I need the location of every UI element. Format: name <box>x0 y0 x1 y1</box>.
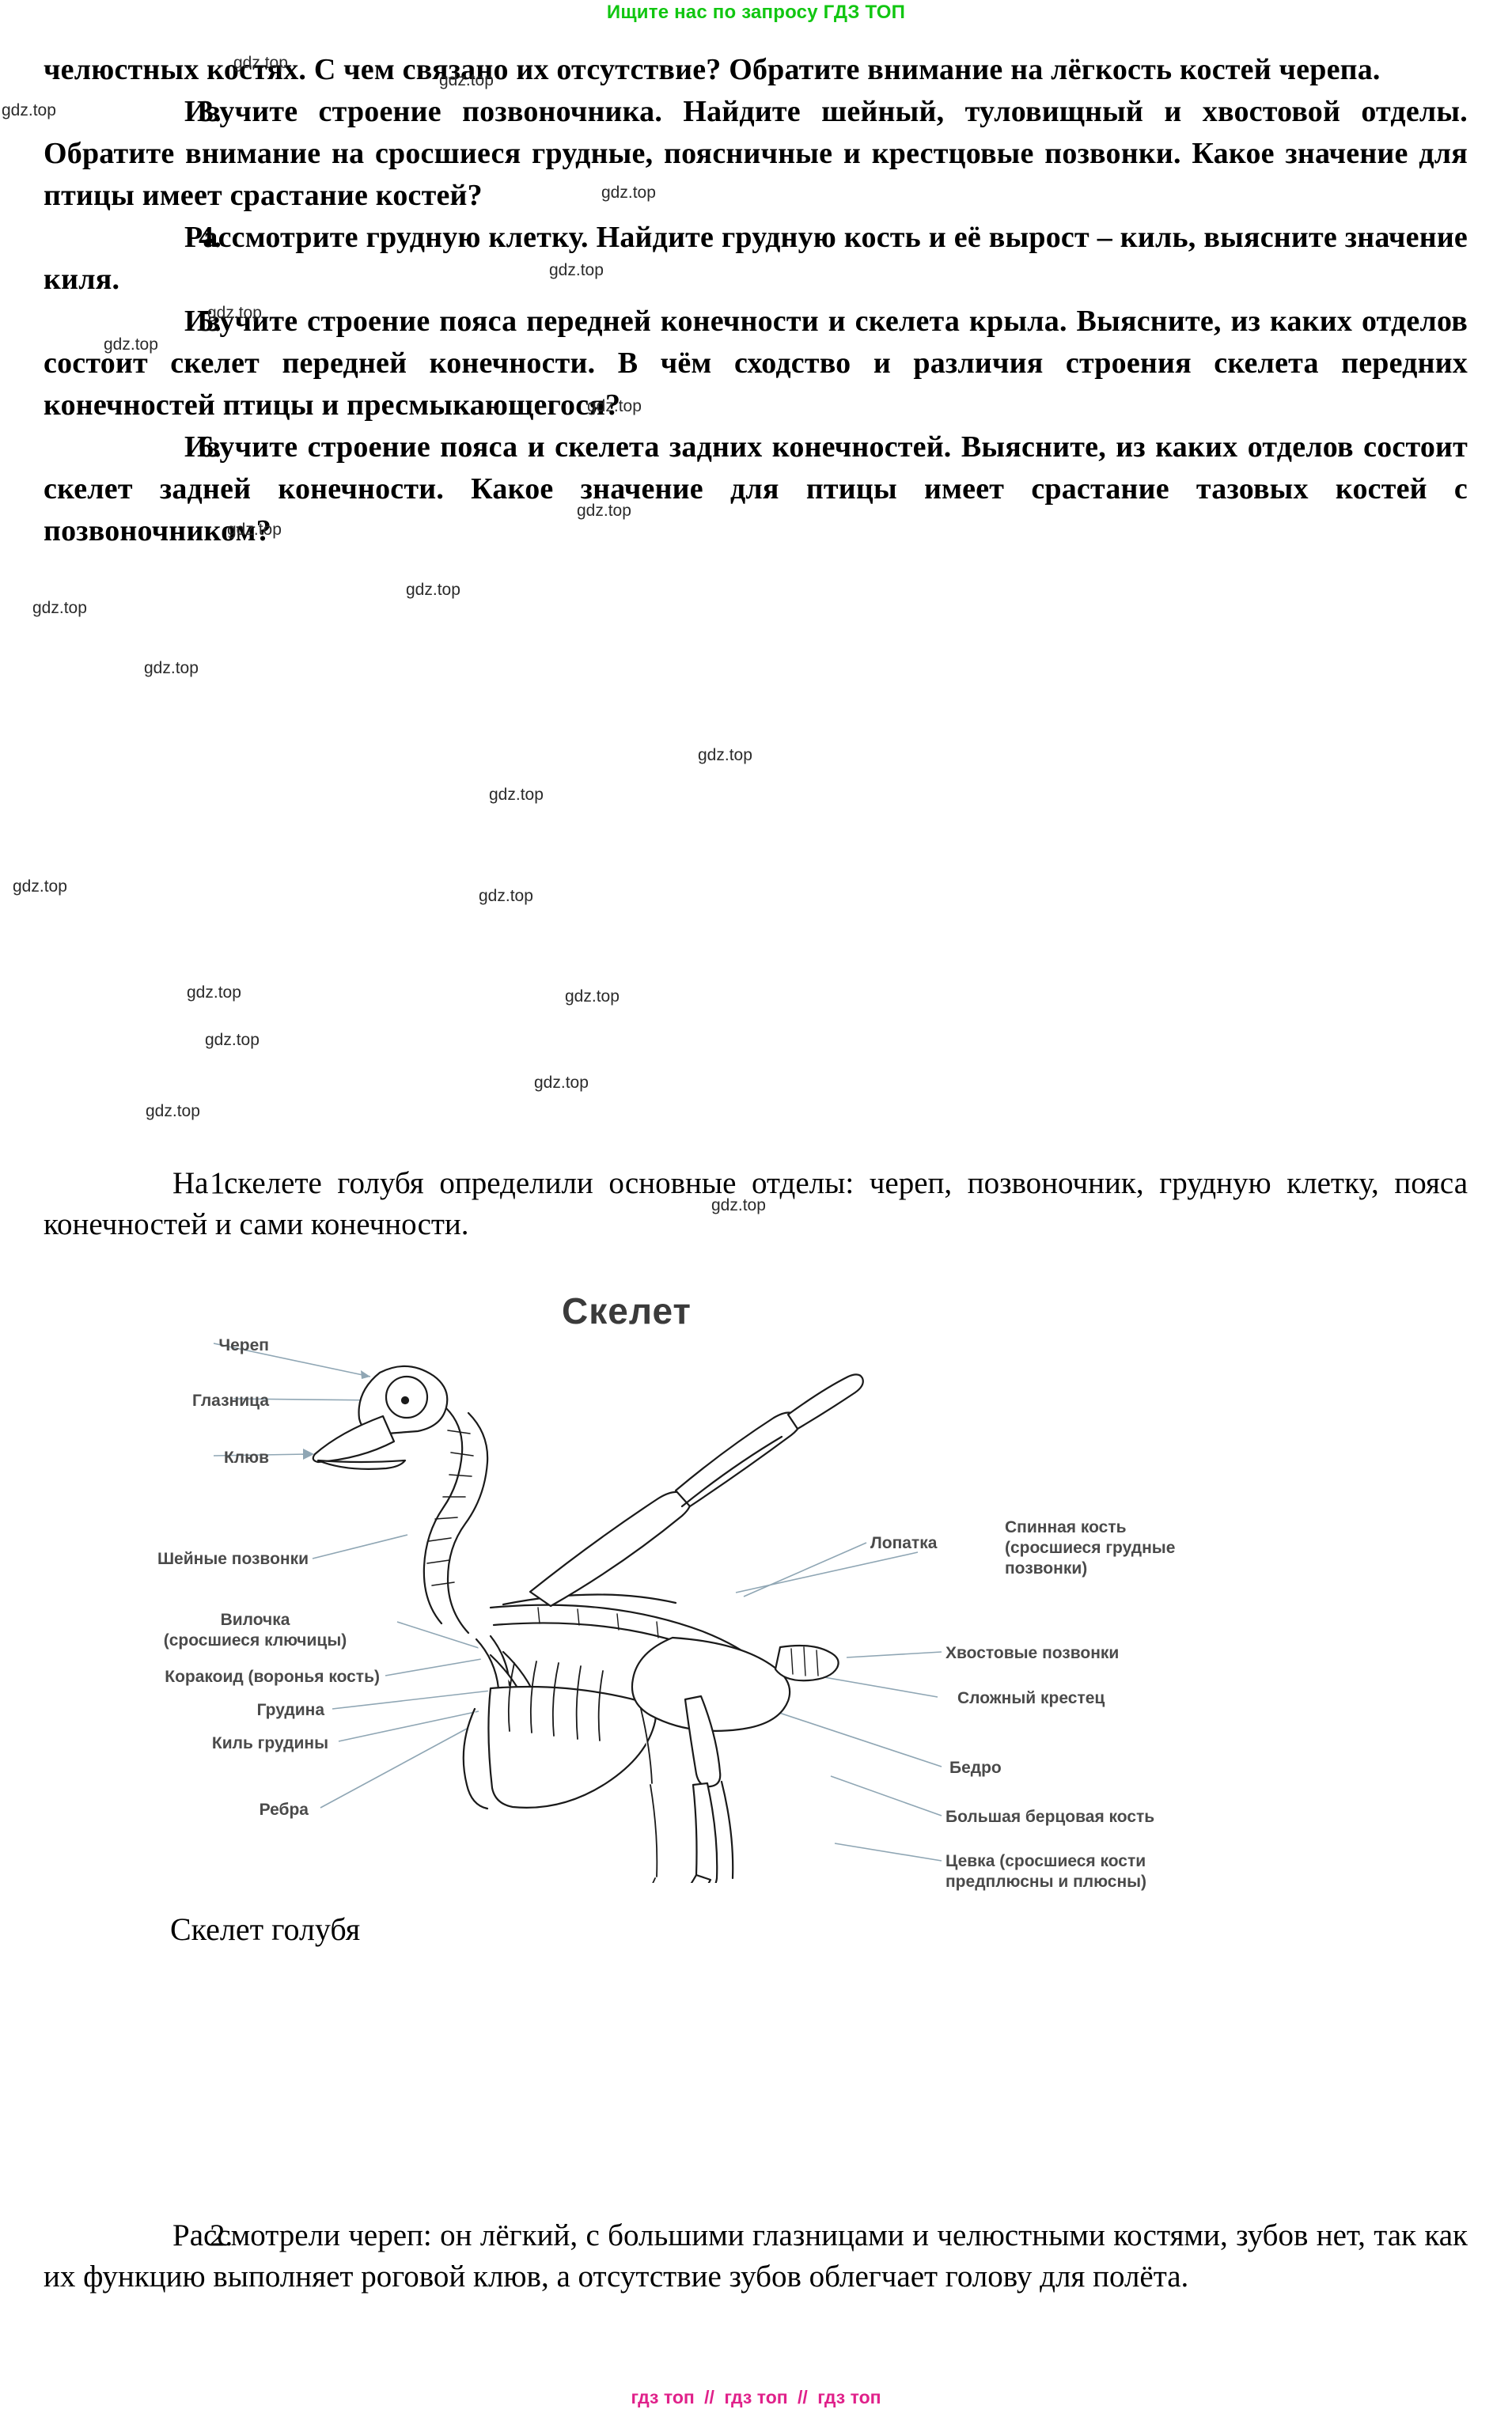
answer-text-1: На скелете голубя определили основные от… <box>44 1166 1468 1241</box>
watermark-18: gdz.top <box>187 983 241 1002</box>
footer-separator-2: // <box>798 2387 808 2407</box>
figure-label-cervical-vertebrae: Шейные позвонки <box>157 1550 309 1568</box>
question-text-5: Изучите строение пояса передней конечнос… <box>44 305 1468 422</box>
footer-separator-1: // <box>704 2387 714 2407</box>
figure-label-coracoid: Коракоид (воронья кость) <box>165 1668 380 1686</box>
figure-label-skull: Череп <box>218 1336 269 1354</box>
question-number-3: 3. <box>199 95 222 128</box>
question-number-5: 5. <box>199 305 222 338</box>
figure-label-furcula: Вилочка (сросшиеся ключицы) <box>163 1611 347 1650</box>
questions-block: челюстных костях. С чем связано их отсут… <box>44 49 1468 552</box>
figure-label-tarsometatarsus: Цевка (сросшиеся кости предплюсны и плюс… <box>945 1852 1147 1891</box>
answer-number-2: 2. <box>210 2218 233 2252</box>
question-item-6: 6.Изучите строение пояса и скелета задни… <box>44 426 1468 552</box>
watermark-12: gdz.top <box>144 659 199 677</box>
figure-label-femur: Бедро <box>949 1759 1002 1777</box>
question-number-6: 6. <box>199 430 222 464</box>
question-continuation: челюстных костях. С чем связано их отсут… <box>44 53 1381 86</box>
watermark-16: gdz.top <box>479 887 533 905</box>
footer-link-3[interactable]: гдз топ <box>817 2387 881 2407</box>
answer-item-2: 2.Рассмотрели череп: он лёгкий, с больши… <box>44 2215 1468 2297</box>
watermark-11: gdz.top <box>32 599 87 617</box>
answers-block-1: 1.На скелете голубя определили основные … <box>44 1163 1468 1245</box>
question-text-4: Рассмотрите грудную клетку. Найдите груд… <box>44 221 1468 296</box>
figure-label-beak: Клюв <box>223 1449 269 1467</box>
site-footer: гдз топ // гдз топ // гдз топ <box>0 2387 1512 2408</box>
answer-text-2: Рассмотрели череп: он лёгкий, с большими… <box>44 2218 1468 2294</box>
figure-label-synsacrum: Сложный крестец <box>957 1689 1105 1707</box>
skeleton-figure: Скелет <box>119 1290 1400 1891</box>
figure-caption: Скелет голубя <box>170 1911 361 1947</box>
watermark-19: gdz.top <box>205 1031 260 1049</box>
watermark-13: gdz.top <box>698 746 752 764</box>
question-text-3: Изучите строение позвоночника. Найдите ш… <box>44 95 1468 212</box>
watermark-17: gdz.top <box>565 987 620 1006</box>
question-item-4: 4.Рассмотрите грудную клетку. Найдите гр… <box>44 217 1468 301</box>
question-number-4: 4. <box>199 221 222 254</box>
figure-label-notarium: Спинная кость (сросшиеся грудные позвонк… <box>1005 1518 1176 1578</box>
watermark-20: gdz.top <box>534 1074 589 1092</box>
footer-link-2[interactable]: гдз топ <box>724 2387 788 2407</box>
watermark-14: gdz.top <box>489 786 544 804</box>
question-text-6: Изучите строение пояса и скелета задних … <box>44 430 1468 547</box>
skeleton-line-art <box>213 1343 942 1883</box>
figure-label-eye-socket: Глазница <box>191 1392 269 1410</box>
figure-label-ribs: Ребра <box>259 1801 309 1819</box>
footer-link-1[interactable]: гдз топ <box>631 2387 695 2407</box>
watermark-15: gdz.top <box>13 877 67 896</box>
question-item-5: 5.Изучите строение пояса передней конечн… <box>44 301 1468 426</box>
watermark-21: gdz.top <box>146 1102 200 1120</box>
figure-label-sternum: Грудина <box>256 1701 324 1719</box>
answer-item-1: 1.На скелете голубя определили основные … <box>44 1163 1468 1245</box>
figure-label-scapula: Лопатка <box>870 1534 938 1552</box>
figure-label-tibia: Большая берцовая кость <box>945 1808 1155 1826</box>
watermark-10: gdz.top <box>406 581 460 599</box>
answer-number-1: 1. <box>210 1166 233 1200</box>
figure-label-keel: Киль грудины <box>211 1734 328 1752</box>
site-promo-header: Ищите нас по запросу ГДЗ ТОП <box>606 2 906 23</box>
answers-block-2: 2.Рассмотрели череп: он лёгкий, с больши… <box>44 2215 1468 2297</box>
figure-label-caudal-vertebrae: Хвостовые позвонки <box>945 1644 1120 1662</box>
figure-title: Скелет <box>562 1290 692 1332</box>
question-item-3: 3.Изучите строение позвоночника. Найдите… <box>44 91 1468 217</box>
